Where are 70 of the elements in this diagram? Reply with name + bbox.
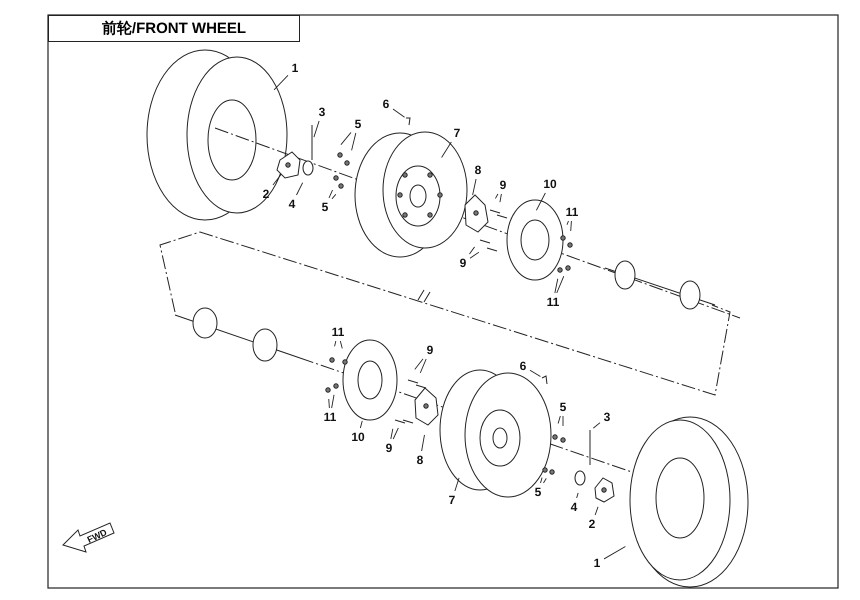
callout-number: 3	[318, 105, 326, 119]
title-heading: 前轮/FRONT WHEEL	[48, 15, 300, 42]
callout-number: 6	[382, 97, 390, 111]
leader-line	[570, 220, 572, 232]
callout-number: 9	[386, 441, 392, 455]
leader-line	[470, 252, 480, 259]
callout-number: 9	[460, 256, 466, 270]
leader-line	[454, 477, 460, 492]
callout-number: 6	[520, 359, 526, 373]
leader-line	[566, 220, 569, 226]
leader-line	[332, 194, 336, 200]
leader-line	[543, 478, 547, 484]
leader-line	[421, 434, 425, 452]
callout-number: 5	[322, 200, 328, 214]
callout-number: 11	[546, 295, 560, 309]
leader-line	[331, 394, 334, 408]
callout-number: 10	[543, 177, 557, 191]
direction-label: FWD	[84, 526, 110, 547]
callout-number: 1	[292, 61, 298, 75]
leader-line	[340, 340, 343, 349]
callout-number: 9	[500, 178, 506, 192]
leader-line	[390, 428, 394, 440]
callout-number: 9	[426, 343, 434, 357]
leader-line	[576, 492, 579, 498]
leader-line	[392, 428, 399, 440]
leader-line	[556, 276, 564, 294]
leader-line	[494, 194, 498, 199]
leader-line	[562, 416, 564, 426]
leader-line	[274, 74, 288, 90]
leader-line	[334, 340, 336, 347]
leader-line	[530, 370, 541, 377]
leader-line	[540, 477, 542, 484]
leader-line	[558, 416, 561, 424]
leader-line	[360, 420, 363, 428]
leader-line	[328, 398, 330, 408]
leader-line	[351, 132, 356, 151]
leader-line	[472, 178, 477, 196]
callout-number: 3	[604, 410, 610, 424]
leader-line	[604, 546, 626, 560]
leader-line	[536, 192, 546, 211]
callout-number: 1	[594, 556, 600, 570]
callout-number: 5	[534, 485, 542, 499]
callout-number: 11	[566, 205, 578, 219]
leader-line	[469, 246, 476, 254]
callout-number: 11	[324, 410, 336, 424]
leader-line	[441, 142, 452, 158]
leader-line	[594, 506, 598, 516]
leader-line	[340, 132, 352, 146]
callout-number: 10	[351, 430, 365, 444]
callout-number: 5	[354, 117, 362, 131]
leader-line	[592, 422, 600, 429]
callout-number: 8	[474, 163, 482, 177]
leader-line	[272, 174, 282, 186]
leader-line	[554, 278, 558, 294]
callout-number: 8	[416, 453, 424, 467]
callout-number: 2	[588, 517, 596, 531]
callout-number: 4	[570, 500, 578, 514]
leader-line	[392, 108, 405, 118]
leader-line	[296, 182, 304, 196]
leader-line	[328, 190, 333, 198]
callout-number: 7	[454, 126, 460, 140]
callout-number: 7	[448, 493, 456, 507]
leader-line	[499, 194, 502, 203]
leader-line	[414, 358, 424, 370]
callout-number: 4	[288, 197, 296, 211]
callout-number: 2	[262, 187, 270, 201]
callout-number: 11	[332, 325, 344, 339]
leader-line	[313, 120, 320, 138]
callout-number: 5	[560, 400, 566, 414]
leader-line	[420, 358, 427, 374]
